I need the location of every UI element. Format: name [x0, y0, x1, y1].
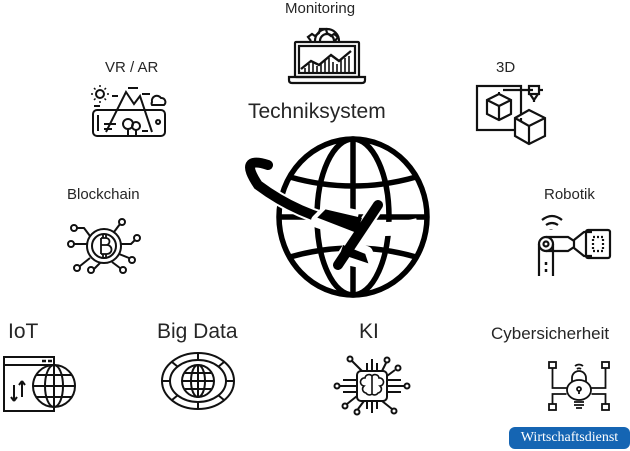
node-label-blockchain: Blockchain: [67, 186, 140, 203]
phone-landscape-icon: [90, 84, 168, 140]
node-label-big-data: Big Data: [157, 320, 238, 343]
node-label-robotik: Robotik: [544, 186, 595, 203]
laptop-chart-gear-icon: [287, 25, 367, 85]
node-label-ki: KI: [359, 320, 379, 343]
3d-printer-cube-icon: [475, 84, 555, 146]
window-globe-icon: [2, 355, 78, 413]
globe-airplane-icon: [228, 135, 433, 300]
brain-chip-icon: [332, 354, 412, 418]
node-label-3d: 3D: [496, 59, 516, 76]
node-label-cybersicherheit: Cybersicherheit: [491, 324, 610, 343]
globe-ring-icon: [160, 352, 236, 412]
lock-network-icon: [547, 360, 611, 414]
wirtschaftsdienst-badge: Wirtschaftsdienst: [509, 427, 630, 449]
node-label-vr-ar: VR / AR: [105, 59, 159, 76]
center-title: Techniksystem: [248, 100, 386, 123]
robot-arm-icon: [536, 210, 614, 278]
bitcoin-network-icon: [66, 216, 142, 274]
node-label-iot: IoT: [8, 320, 39, 343]
node-label-monitoring: Monitoring: [285, 0, 356, 17]
